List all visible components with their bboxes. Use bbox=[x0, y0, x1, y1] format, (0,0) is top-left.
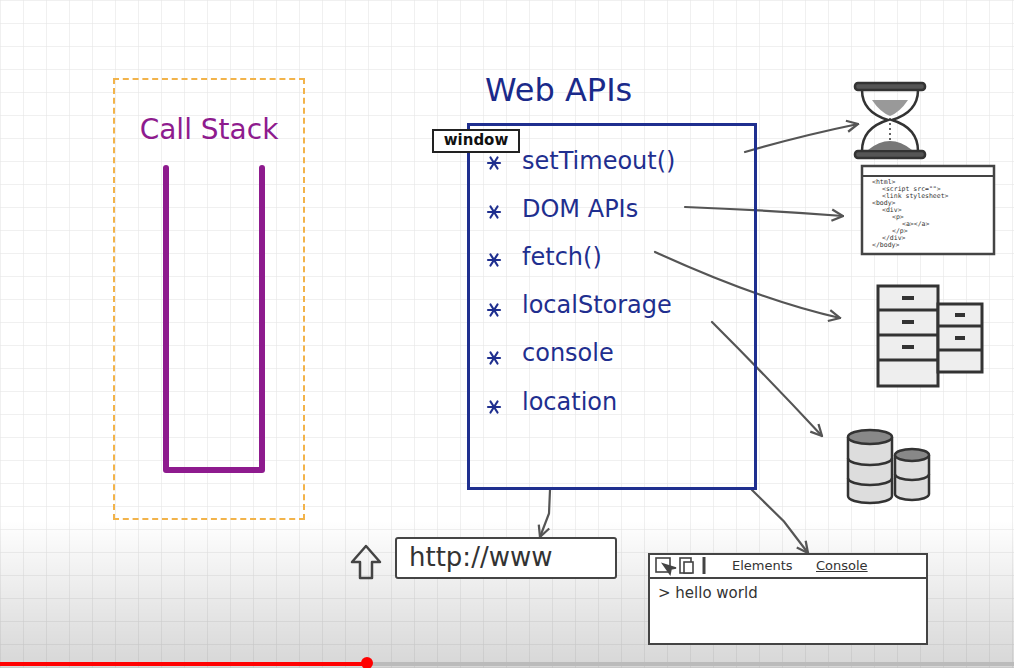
hourglass-stream bbox=[889, 118, 891, 140]
code-line: <link stylesheet> bbox=[882, 193, 949, 200]
server-drawer bbox=[938, 349, 982, 352]
up-arrow-icon bbox=[352, 546, 380, 578]
window-tag: window bbox=[432, 129, 520, 153]
server-knob bbox=[902, 345, 914, 349]
code-line: <script src=""> bbox=[882, 186, 941, 193]
server-knob bbox=[902, 296, 914, 300]
api-item: console bbox=[522, 340, 614, 368]
tab-label: Elements bbox=[732, 559, 793, 574]
api-arrow bbox=[540, 490, 550, 537]
api-item: fetch() bbox=[522, 244, 602, 272]
code-line: <a></a> bbox=[902, 221, 929, 228]
code-line: </body> bbox=[872, 242, 899, 249]
stack-outline bbox=[166, 168, 262, 470]
api-item: localStorage bbox=[522, 292, 672, 320]
database-ring bbox=[895, 474, 929, 480]
server-knob bbox=[902, 320, 914, 324]
server-knob bbox=[955, 313, 965, 317]
leader-arrow bbox=[655, 252, 840, 318]
hourglass-cap bbox=[855, 83, 925, 90]
hourglass-sand bbox=[868, 141, 912, 150]
document-frame bbox=[862, 166, 994, 254]
database-icon bbox=[848, 430, 929, 503]
code-line: <body> bbox=[872, 200, 895, 207]
code-line: <html> bbox=[872, 179, 895, 186]
server-drawer bbox=[878, 334, 938, 337]
console-ground bbox=[648, 553, 928, 645]
hourglass-cap bbox=[855, 151, 925, 158]
server-drawer bbox=[938, 325, 982, 328]
toolbar-separator bbox=[703, 557, 706, 574]
web-apis-box: Web APIssetTimeout()DOM APIsfetch()local… bbox=[467, 123, 757, 490]
console-panel: Elements Console > hello world bbox=[648, 553, 928, 645]
url-bar: http://www bbox=[395, 537, 617, 579]
leader-arrow bbox=[745, 124, 858, 152]
api-heading: Web APIs bbox=[485, 72, 632, 109]
code-line: </div> bbox=[882, 235, 905, 242]
bottom-shade bbox=[0, 520, 1014, 668]
devtools-icons bbox=[656, 557, 704, 574]
code-line: </p> bbox=[892, 228, 908, 235]
url-bar-ground bbox=[395, 537, 617, 579]
api-item: DOM APIs bbox=[522, 196, 638, 224]
hourglass-icon bbox=[855, 83, 925, 158]
server-tower bbox=[878, 286, 938, 386]
server-knob bbox=[955, 336, 965, 340]
leader-arrow bbox=[712, 322, 822, 436]
database-ring bbox=[848, 458, 892, 485]
inspect-cursor bbox=[663, 564, 676, 574]
api-arrow bbox=[752, 490, 808, 553]
window-label: window bbox=[434, 132, 518, 149]
console-toolbar-line bbox=[648, 577, 928, 579]
progress-knob bbox=[361, 657, 373, 668]
database-cylinder bbox=[848, 437, 892, 503]
hourglass-sand bbox=[872, 100, 908, 116]
database-top bbox=[848, 430, 892, 444]
bullet-asterisks bbox=[488, 158, 500, 413]
api-item: setTimeout() bbox=[522, 148, 675, 176]
url-text: http://www bbox=[409, 543, 552, 573]
progress-track bbox=[0, 662, 1014, 666]
server-drawer bbox=[878, 359, 938, 362]
hourglass-glass bbox=[862, 90, 918, 151]
database-top bbox=[895, 449, 929, 461]
server-tower bbox=[938, 304, 982, 372]
progress-fill bbox=[0, 662, 367, 666]
code-line: <p> bbox=[892, 214, 904, 221]
html-document-icon bbox=[862, 166, 994, 254]
device-icon bbox=[684, 562, 693, 573]
leader-arrow bbox=[685, 207, 843, 216]
code-line: <div> bbox=[882, 207, 902, 214]
document-bar bbox=[862, 175, 994, 177]
api-item: location bbox=[522, 389, 617, 417]
server-icon bbox=[878, 286, 982, 386]
tab-label: Console bbox=[816, 559, 868, 574]
console-output: > hello world bbox=[658, 585, 758, 602]
call-stack-box: Call Stack bbox=[113, 78, 305, 520]
server-drawer bbox=[878, 309, 938, 312]
stack-title: Call Stack bbox=[115, 114, 303, 146]
